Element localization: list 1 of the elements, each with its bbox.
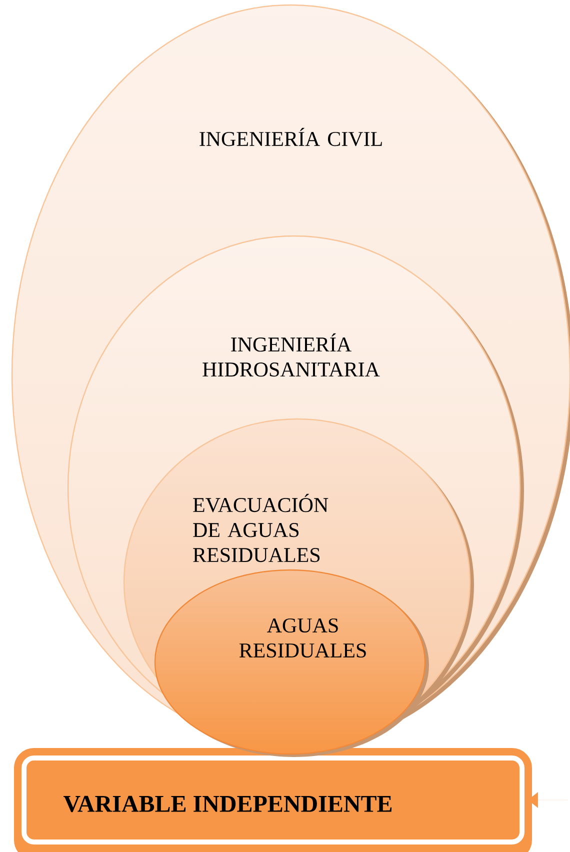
rounded-box: VARIABLE INDEPENDIENTE	[14, 748, 532, 852]
